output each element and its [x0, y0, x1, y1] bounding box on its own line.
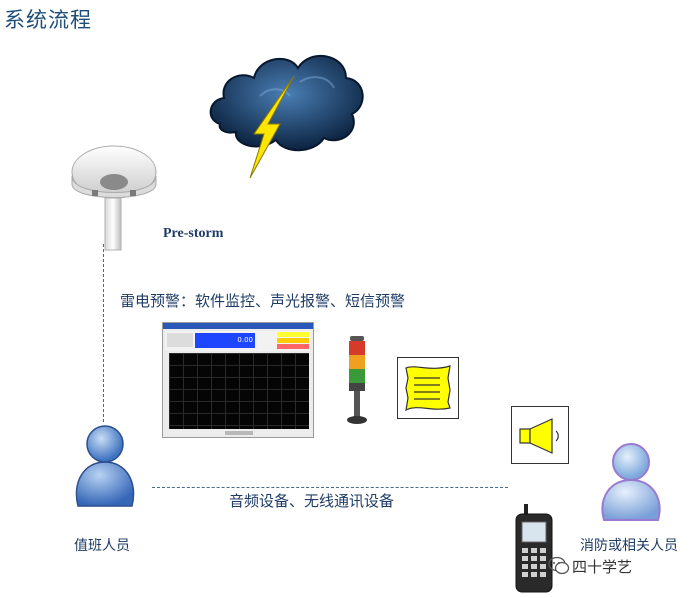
sms-document-frame: [397, 357, 459, 419]
duty-personnel-label: 值班人员: [74, 538, 130, 554]
fire-personnel-label: 消防或相关人员: [580, 538, 678, 554]
watermark-text: 四十学艺: [572, 558, 633, 576]
page-title: 系统流程: [4, 8, 92, 32]
speaker-frame: [511, 406, 569, 464]
lightning-bolt-icon: [249, 75, 295, 179]
mobile-phone-icon: [515, 504, 553, 593]
monitor-titlebar: [163, 323, 313, 329]
warning-label: 雷电预警：软件监控、声光报警、短信预警: [120, 292, 406, 310]
monitor-scrollbar: [225, 431, 253, 435]
speaker-icon: [519, 418, 559, 454]
person-icon: [601, 443, 661, 521]
person-icon: [75, 425, 135, 507]
storm-cloud-icon: [209, 54, 364, 152]
signal-tower-light-icon: [347, 336, 367, 424]
monitor-chart-area: [169, 353, 309, 429]
horizontal-dashed-connector: [152, 487, 508, 488]
vertical-dashed-connector: [103, 244, 104, 422]
monitor-software-icon: 0.00: [162, 322, 314, 438]
prestorm-label: Pre-storm: [163, 226, 224, 241]
monitor-readout: 0.00: [195, 333, 255, 348]
document-icon: [405, 365, 451, 412]
sensor-antenna-icon: [71, 145, 157, 251]
comm-equipment-label: 音频设备、无线通讯设备: [229, 492, 395, 510]
wechat-icon: [548, 556, 570, 575]
